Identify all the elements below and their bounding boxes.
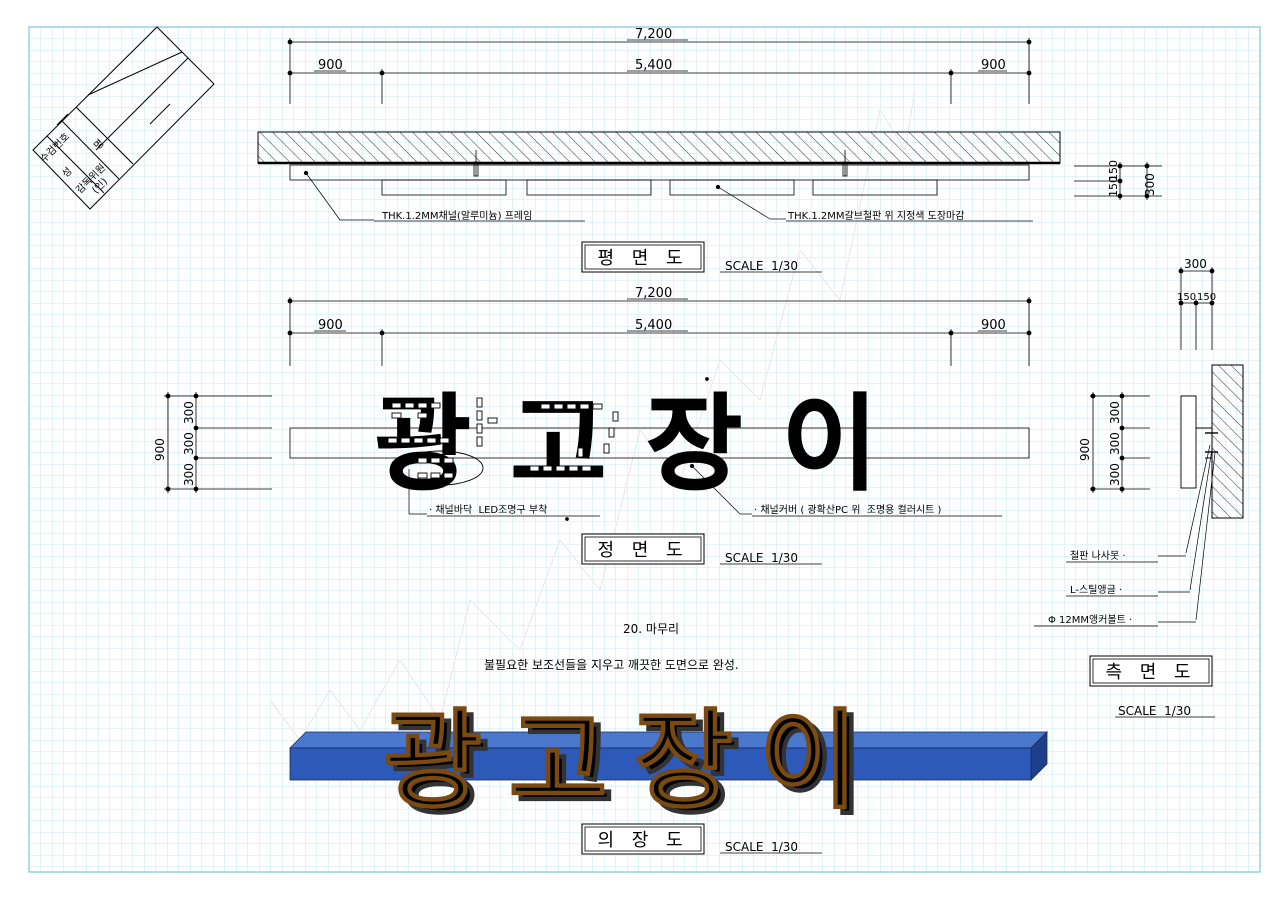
front-note-led: · 채널바닥 LED조명구 부착 — [429, 504, 547, 516]
side-note-angle: L-스틸앵글 · — [1070, 583, 1122, 596]
plan-side-dim-a: 150 — [1107, 176, 1120, 197]
front-left-dim-total: 900 — [153, 438, 167, 461]
plan-dim-center: 5,400 — [635, 58, 672, 73]
front-view-title-frame — [581, 533, 822, 565]
side-left-dim-2: 300 — [1108, 432, 1122, 455]
perspective-lettering: 광고장이 — [383, 699, 884, 824]
side-top-dim-a: 150 — [1177, 292, 1196, 303]
plan-note-plate: THK.1.2MM갈브철판 위 지정색 도장마감 — [787, 209, 964, 222]
side-top-dim-b: 150 — [1197, 292, 1216, 303]
side-left-dim-total: 900 — [1078, 438, 1092, 461]
perspective-lettering-shadow: 광고장이 — [390, 705, 891, 830]
front-dim-center: 5,400 — [635, 318, 672, 333]
side-leaders — [1034, 444, 1216, 627]
grid-paper — [28, 26, 1261, 873]
front-note-cover: · 채널커버 ( 광확산PC 위 조명용 컬러시트 ) — [754, 503, 942, 516]
front-sign-lettering: 광고장이 — [375, 383, 918, 505]
front-left-dim-2: 300 — [182, 432, 196, 455]
perspective-view-title-frame — [581, 823, 822, 855]
side-note-screw: 철판 나사못 · — [1070, 550, 1126, 562]
plan-view-title: 평 면 도 — [597, 248, 688, 269]
plan-view-title-frame — [581, 241, 822, 273]
side-top-dims — [1178, 267, 1215, 350]
front-sign-box — [289, 427, 1030, 459]
step-description: 불필요한 보조선들을 지우고 깨끗한 도면으로 완성. — [484, 658, 739, 672]
plan-side-dim-total: 300 — [1143, 173, 1157, 196]
perspective-view-title: 의 장 도 — [597, 830, 688, 851]
side-top-dim-total: 300 — [1184, 257, 1207, 271]
step-heading: 20. 마무리 — [623, 622, 679, 636]
side-wall-section — [1180, 364, 1244, 519]
plan-side-dim-b: 150 — [1107, 160, 1120, 181]
plan-dim-right: 900 — [981, 58, 1006, 73]
front-dim-right: 900 — [981, 318, 1006, 333]
front-leaders — [408, 377, 1002, 521]
side-view-scale: SCALE 1/30 — [1118, 704, 1191, 718]
front-dim-total: 7,200 — [635, 286, 672, 301]
front-left-dim-3: 300 — [182, 463, 196, 486]
front-left-dim-1: 300 — [182, 401, 196, 424]
front-led-modules — [387, 397, 619, 486]
side-view-title: 측 면 도 — [1105, 662, 1196, 683]
side-left-dim-3: 300 — [1108, 463, 1122, 486]
front-view-scale: SCALE 1/30 — [725, 551, 798, 565]
side-view-title-frame — [1089, 655, 1215, 718]
plan-sign-body — [289, 150, 1030, 196]
plan-dim-total: 7,200 — [635, 27, 672, 42]
front-left-dims — [164, 392, 272, 493]
plan-dimension-lines — [287, 38, 1032, 104]
perspective-view-scale: SCALE 1/30 — [725, 840, 798, 854]
perspective-bar — [289, 731, 1048, 781]
title-block — [32, 26, 215, 210]
plan-dim-left: 900 — [318, 58, 343, 73]
front-dimension-lines — [287, 297, 1032, 366]
plan-side-dims — [1074, 162, 1162, 200]
plan-note-frame: THK.1.2MM채널(알루미늄) 프레임 — [381, 209, 532, 222]
front-view-title: 정 면 도 — [597, 540, 688, 561]
plan-view-scale: SCALE 1/30 — [725, 259, 798, 273]
plan-wall — [257, 131, 1061, 165]
plan-leaders — [303, 170, 1033, 222]
side-note-anchor: Φ 12MM앵커볼트 · — [1048, 614, 1132, 626]
side-left-dims — [1090, 392, 1150, 493]
side-left-dim-1: 300 — [1108, 401, 1122, 424]
front-dim-left: 900 — [318, 318, 343, 333]
